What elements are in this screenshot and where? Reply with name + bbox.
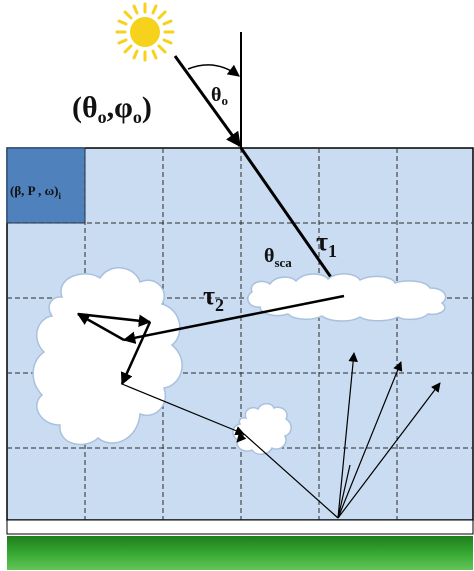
highlighted-cell — [6, 147, 86, 224]
optical-depth-2-label: τ2 — [203, 281, 224, 315]
scattering-angle-label: θsca — [264, 245, 292, 270]
zenith-angle-arc — [187, 64, 240, 77]
optical-depth-1-label: τ1 — [316, 227, 337, 261]
cloud-large — [32, 267, 183, 446]
cloud-small — [232, 402, 292, 455]
grass-ground — [7, 536, 473, 570]
incident-ray-arrow — [173, 55, 242, 148]
incident-angles-label: (θo,φo) — [72, 91, 152, 127]
zenith-angle-label: θo — [211, 84, 228, 108]
sun-icon — [115, 2, 175, 62]
surface-boundary — [6, 519, 474, 535]
path-tau1-arrow — [239, 147, 346, 298]
cloud-flat — [247, 273, 447, 322]
path-tau2-arrow — [122, 294, 345, 344]
multiple-scattering-path — [76, 312, 152, 386]
cell-properties-label: (β, P , ω)i — [10, 183, 61, 201]
diffuse-rays — [121, 352, 441, 519]
